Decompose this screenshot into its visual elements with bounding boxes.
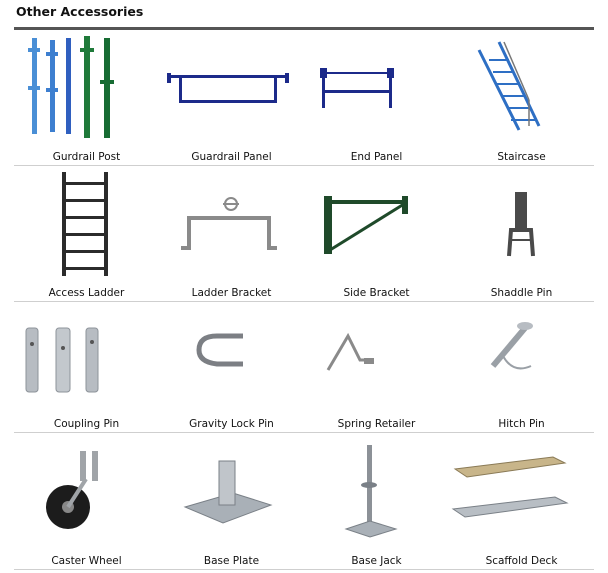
product-label: Gravity Lock Pin xyxy=(189,418,274,430)
staircase-icon xyxy=(477,41,541,131)
product-card-coupling-pin[interactable]: Coupling Pin xyxy=(14,302,159,433)
product-card-base-jack[interactable]: Base Jack xyxy=(304,433,449,570)
shaddle-pin-icon xyxy=(507,192,535,257)
ladder-bracket-icon xyxy=(181,197,277,250)
hitch-pin-icon xyxy=(490,322,533,370)
base-plate-icon xyxy=(183,460,273,524)
product-label: Scaffold Deck xyxy=(485,555,558,567)
product-card-ladder-bracket[interactable]: Ladder Bracket xyxy=(159,166,304,302)
product-label: Base Jack xyxy=(351,555,402,567)
product-label: Ladder Bracket xyxy=(191,287,272,299)
product-card-spring-retailer[interactable]: Spring Retailer xyxy=(304,302,449,433)
product-card-guardrail-post[interactable]: Gurdrail Post xyxy=(14,30,159,166)
scaffold-deck-icon xyxy=(451,456,569,518)
product-card-gravity-lock-pin[interactable]: Gravity Lock Pin xyxy=(159,302,304,433)
guardrail-post-icon xyxy=(28,36,114,138)
product-card-staircase[interactable]: Staircase xyxy=(449,30,594,166)
product-label: Shaddle Pin xyxy=(490,287,553,299)
page-title: Other Accessories xyxy=(16,4,144,19)
title-divider xyxy=(14,27,594,30)
product-label: Side Bracket xyxy=(343,287,410,299)
product-label: End Panel xyxy=(350,151,403,163)
product-label: Caster Wheel xyxy=(51,555,122,567)
access-ladder-icon xyxy=(62,172,108,276)
product-label: Hitch Pin xyxy=(498,418,545,430)
product-label: Spring Retailer xyxy=(337,418,416,430)
base-jack-icon xyxy=(344,445,398,538)
accessories-grid: Gurdrail Post Guardrail Panel End Panel xyxy=(14,30,594,570)
product-card-scaffold-deck[interactable]: Scaffold Deck xyxy=(449,433,594,570)
product-card-base-plate[interactable]: Base Plate xyxy=(159,433,304,570)
product-card-hitch-pin[interactable]: Hitch Pin xyxy=(449,302,594,433)
product-card-guardrail-panel[interactable]: Guardrail Panel xyxy=(159,30,304,166)
gravity-lock-pin-icon xyxy=(196,333,243,367)
side-bracket-icon xyxy=(324,196,408,254)
spring-retailer-icon xyxy=(326,332,374,371)
product-label: Coupling Pin xyxy=(53,418,120,430)
product-card-side-bracket[interactable]: Side Bracket xyxy=(304,166,449,302)
product-card-caster-wheel[interactable]: Caster Wheel xyxy=(14,433,159,570)
product-card-end-panel[interactable]: End Panel xyxy=(304,30,449,166)
guardrail-panel-icon xyxy=(167,73,289,103)
coupling-pin-icon xyxy=(25,327,99,393)
product-label: Access Ladder xyxy=(48,287,125,299)
product-label: Guardrail Panel xyxy=(191,151,272,163)
caster-wheel-icon xyxy=(46,451,98,529)
product-card-shaddle-pin[interactable]: Shaddle Pin xyxy=(449,166,594,302)
product-label: Gurdrail Post xyxy=(52,151,121,163)
product-label: Base Plate xyxy=(203,555,260,567)
end-panel-icon xyxy=(320,68,394,108)
product-label: Staircase xyxy=(497,151,546,163)
product-card-access-ladder[interactable]: Access Ladder xyxy=(14,166,159,302)
